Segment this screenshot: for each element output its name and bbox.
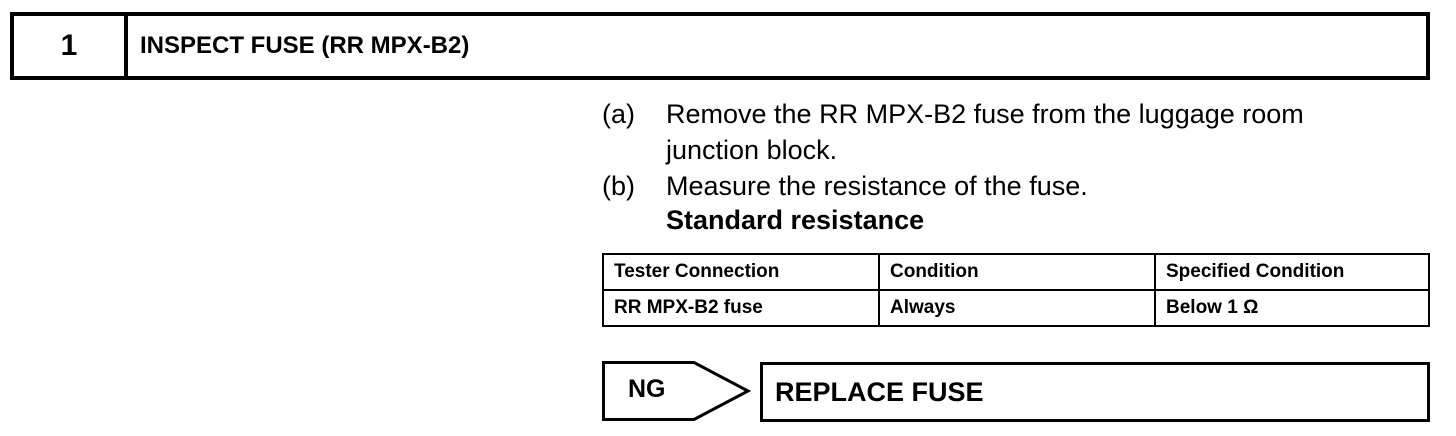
ng-arrow: NG xyxy=(602,361,752,421)
table-header: Specified Condition xyxy=(1154,253,1430,291)
spec-table: Tester Connection Condition Specified Co… xyxy=(602,253,1430,327)
instruction-a-marker: (a) xyxy=(602,99,635,129)
table-header-row: Tester Connection Condition Specified Co… xyxy=(602,253,1430,291)
arrow-right-icon xyxy=(602,361,752,421)
step-title: INSPECT FUSE (RR MPX-B2) xyxy=(140,32,470,59)
table-cell: Below 1 Ω xyxy=(1154,289,1430,327)
table-cell: RR MPX-B2 fuse xyxy=(602,289,880,327)
instruction-a-line-1: Remove the RR MPX-B2 fuse from the lugga… xyxy=(666,99,1304,129)
instruction-b-line-1: Measure the resistance of the fuse. xyxy=(666,171,1088,201)
table-cell: Always xyxy=(878,289,1156,327)
replace-fuse-box: REPLACE FUSE xyxy=(760,362,1430,422)
step-header: 1 INSPECT FUSE (RR MPX-B2) xyxy=(10,12,1430,80)
table-header: Tester Connection xyxy=(602,253,880,291)
ng-label: NG xyxy=(628,375,666,403)
table-header: Condition xyxy=(878,253,1156,291)
instruction-a-line-2: junction block. xyxy=(666,135,838,165)
instruction-b-marker: (b) xyxy=(602,171,635,201)
step-number: 1 xyxy=(14,16,128,76)
table-row: RR MPX-B2 fuse Always Below 1 Ω xyxy=(602,289,1430,327)
standard-title: Standard resistance xyxy=(666,205,925,235)
